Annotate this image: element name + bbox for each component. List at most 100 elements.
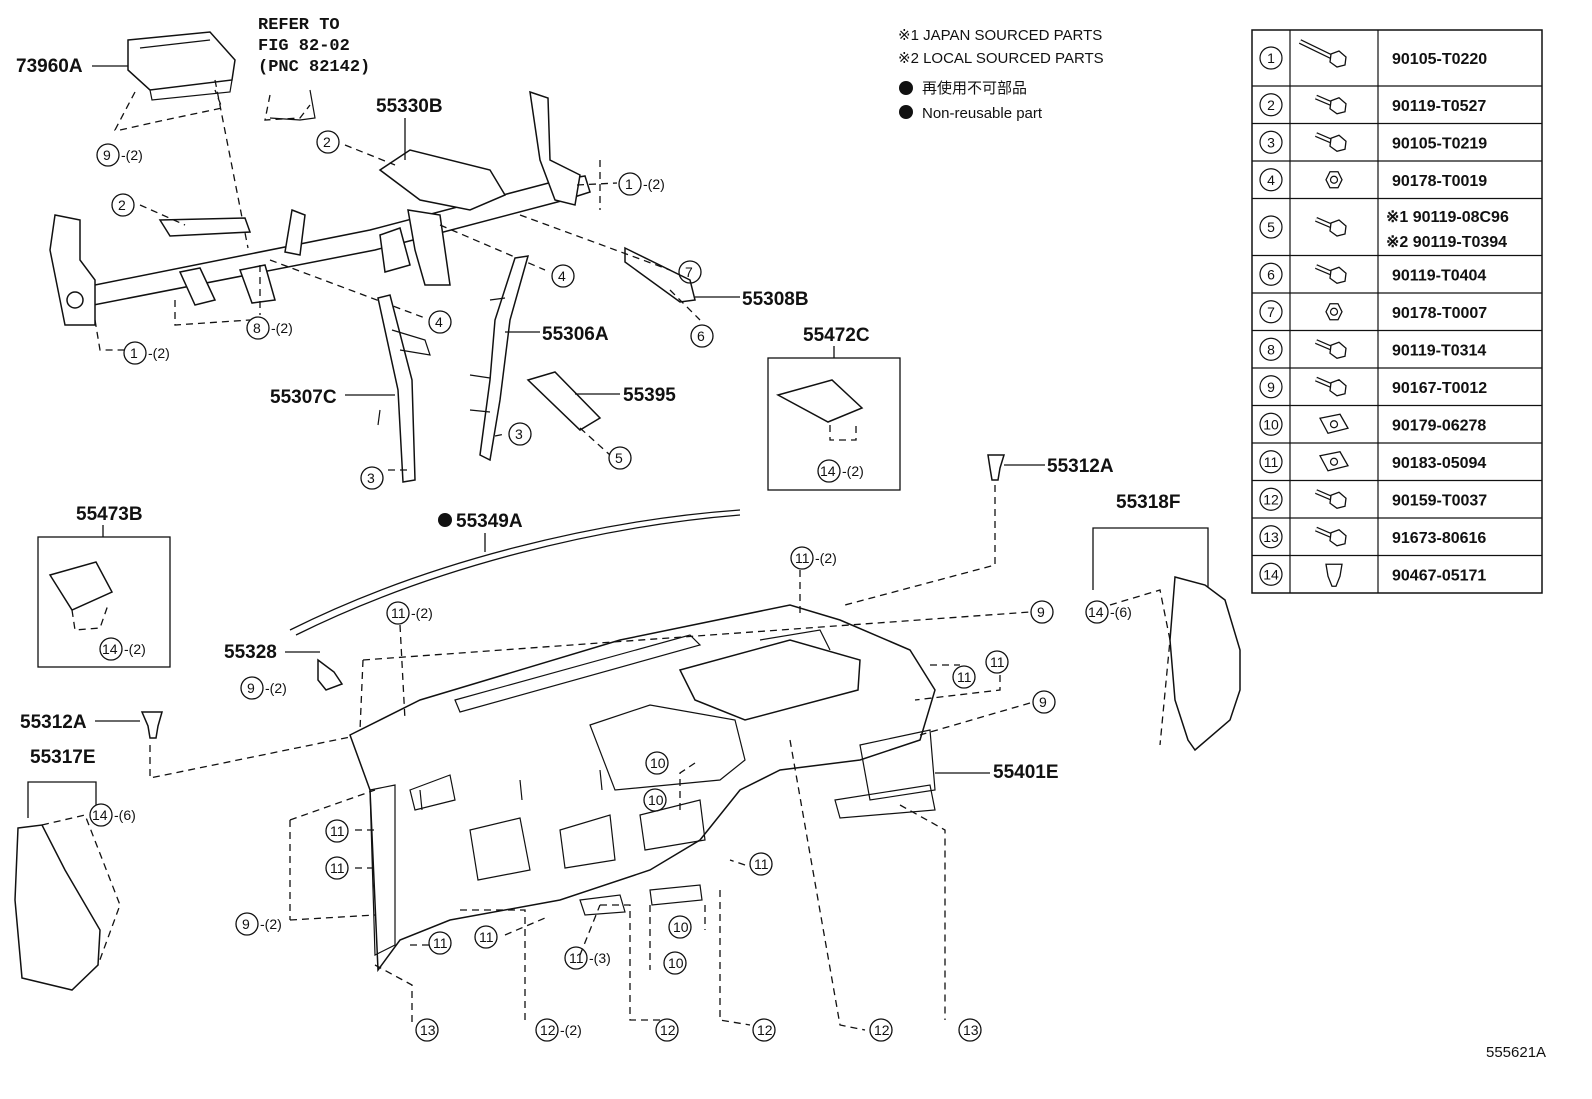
clip-icon bbox=[1325, 563, 1343, 587]
callout-14-d: 14-(6) bbox=[89, 803, 136, 827]
bracket-55395 bbox=[526, 371, 602, 431]
bolt-icon bbox=[1315, 339, 1347, 359]
label-55473B: 55473B bbox=[76, 504, 143, 525]
row-number-circle bbox=[1259, 93, 1283, 117]
legend-japan: ※1 JAPAN SOURCED PARTS bbox=[898, 27, 1102, 44]
bolt-icon bbox=[1315, 94, 1347, 115]
side-cover-55317E bbox=[14, 824, 101, 991]
svg-text:11: 11 bbox=[754, 856, 769, 872]
svg-text:11: 11 bbox=[795, 550, 810, 566]
callout-11-g: 11 bbox=[749, 852, 773, 876]
svg-text:12: 12 bbox=[660, 1022, 676, 1038]
steering-support-beam bbox=[49, 90, 696, 326]
svg-text:12: 12 bbox=[874, 1022, 890, 1038]
brace-55307C bbox=[377, 294, 431, 483]
bolt-icon bbox=[1298, 39, 1347, 68]
svg-text:9: 9 bbox=[1039, 694, 1047, 710]
bolt-icon bbox=[1315, 489, 1347, 509]
callout-12-a: 12-(2) bbox=[535, 1018, 582, 1042]
callout-8: 8-(2) bbox=[246, 316, 293, 340]
svg-text:11: 11 bbox=[391, 605, 406, 621]
svg-text:11: 11 bbox=[569, 950, 584, 966]
svg-text:-(3): -(3) bbox=[589, 950, 611, 966]
svg-text:9: 9 bbox=[103, 147, 111, 163]
svg-text:10: 10 bbox=[673, 919, 689, 935]
svg-text:14: 14 bbox=[1088, 604, 1104, 620]
svg-text:9: 9 bbox=[242, 916, 250, 932]
callout-10-a: 10 bbox=[645, 751, 669, 775]
callout-9-a: 9-(2) bbox=[96, 143, 143, 167]
table-row: 10 90179-06278 bbox=[1252, 404, 1542, 436]
svg-text:-(6): -(6) bbox=[1110, 604, 1132, 620]
svg-text:-(2): -(2) bbox=[560, 1022, 582, 1038]
svg-text:11: 11 bbox=[433, 935, 448, 951]
svg-text:-(2): -(2) bbox=[842, 463, 864, 479]
part-number: 91673-80616 bbox=[1392, 530, 1486, 547]
callout-14-c: 14 -(6) bbox=[1085, 600, 1132, 624]
legend: ※1 JAPAN SOURCED PARTS ※2 LOCAL SOURCED … bbox=[898, 27, 1104, 122]
part-number-alt: ※2 90119-T0394 bbox=[1386, 234, 1507, 251]
part-number: 90179-06278 bbox=[1392, 417, 1486, 434]
svg-text:5: 5 bbox=[615, 450, 623, 466]
legend-dot-2 bbox=[899, 105, 913, 119]
row-number-circle bbox=[1259, 412, 1283, 436]
svg-text:13: 13 bbox=[963, 1022, 979, 1038]
callout-9-d: 9 bbox=[1032, 690, 1056, 714]
row-number: 13 bbox=[1263, 529, 1279, 545]
figure-id: 555621A bbox=[1486, 1044, 1546, 1061]
row-number: 5 bbox=[1267, 219, 1275, 235]
callout-9-c: 9-(2) bbox=[240, 676, 287, 700]
row-number: 10 bbox=[1263, 416, 1279, 432]
label-55349A: 55349A bbox=[456, 511, 523, 532]
svg-text:10: 10 bbox=[668, 955, 684, 971]
brace-55306A bbox=[469, 255, 530, 462]
svg-text:11: 11 bbox=[479, 929, 494, 945]
callout-1-a: 1-(2) bbox=[618, 172, 665, 196]
bolt-icon bbox=[1315, 264, 1347, 284]
part-number: 90167-T0012 bbox=[1392, 380, 1487, 397]
callout-14-b: 14 -(2) bbox=[99, 637, 146, 661]
svg-text:-(2): -(2) bbox=[265, 680, 287, 696]
part-number: 90183-05094 bbox=[1392, 455, 1486, 472]
svg-text:14: 14 bbox=[102, 641, 118, 657]
nonreusable-dot-55349A bbox=[438, 513, 452, 527]
callout-13-b: 13 bbox=[958, 1018, 982, 1042]
callout-10-c: 10 bbox=[668, 915, 692, 939]
row-number-circle bbox=[1259, 337, 1283, 361]
svg-text:-(2): -(2) bbox=[124, 641, 146, 657]
callout-13-a: 13 bbox=[415, 1018, 439, 1042]
bolt-icon bbox=[1315, 526, 1347, 547]
clip-55312A-upper bbox=[987, 454, 1006, 481]
row-number: 3 bbox=[1267, 134, 1275, 150]
callout-3-b: 3 bbox=[360, 466, 384, 490]
svg-text:-(2): -(2) bbox=[148, 345, 170, 361]
bolt-icon bbox=[1315, 217, 1347, 237]
part-number: 90105-T0219 bbox=[1392, 135, 1487, 152]
legend-dot-1 bbox=[899, 81, 913, 95]
callout-12-d: 12 bbox=[869, 1018, 893, 1042]
callout-2-a: 2 bbox=[316, 130, 340, 154]
callout-11-a: 11-(2) bbox=[790, 546, 837, 570]
label-55317E: 55317E bbox=[30, 747, 96, 768]
svg-text:12: 12 bbox=[757, 1022, 773, 1038]
callout-4-a: 4 bbox=[551, 264, 575, 288]
label-55308B: 55308B bbox=[742, 289, 809, 310]
svg-text:1: 1 bbox=[625, 176, 633, 192]
callout-11-d: 11 bbox=[985, 650, 1009, 674]
instrument-panel bbox=[349, 604, 936, 973]
box-55473B bbox=[37, 536, 171, 668]
row-number-circle bbox=[1259, 562, 1283, 586]
label-55312A-upper: 55312A bbox=[1047, 456, 1114, 477]
bolt-icon bbox=[1315, 376, 1347, 397]
svg-text:3: 3 bbox=[515, 426, 523, 442]
part-number: 90105-T0220 bbox=[1392, 51, 1487, 68]
